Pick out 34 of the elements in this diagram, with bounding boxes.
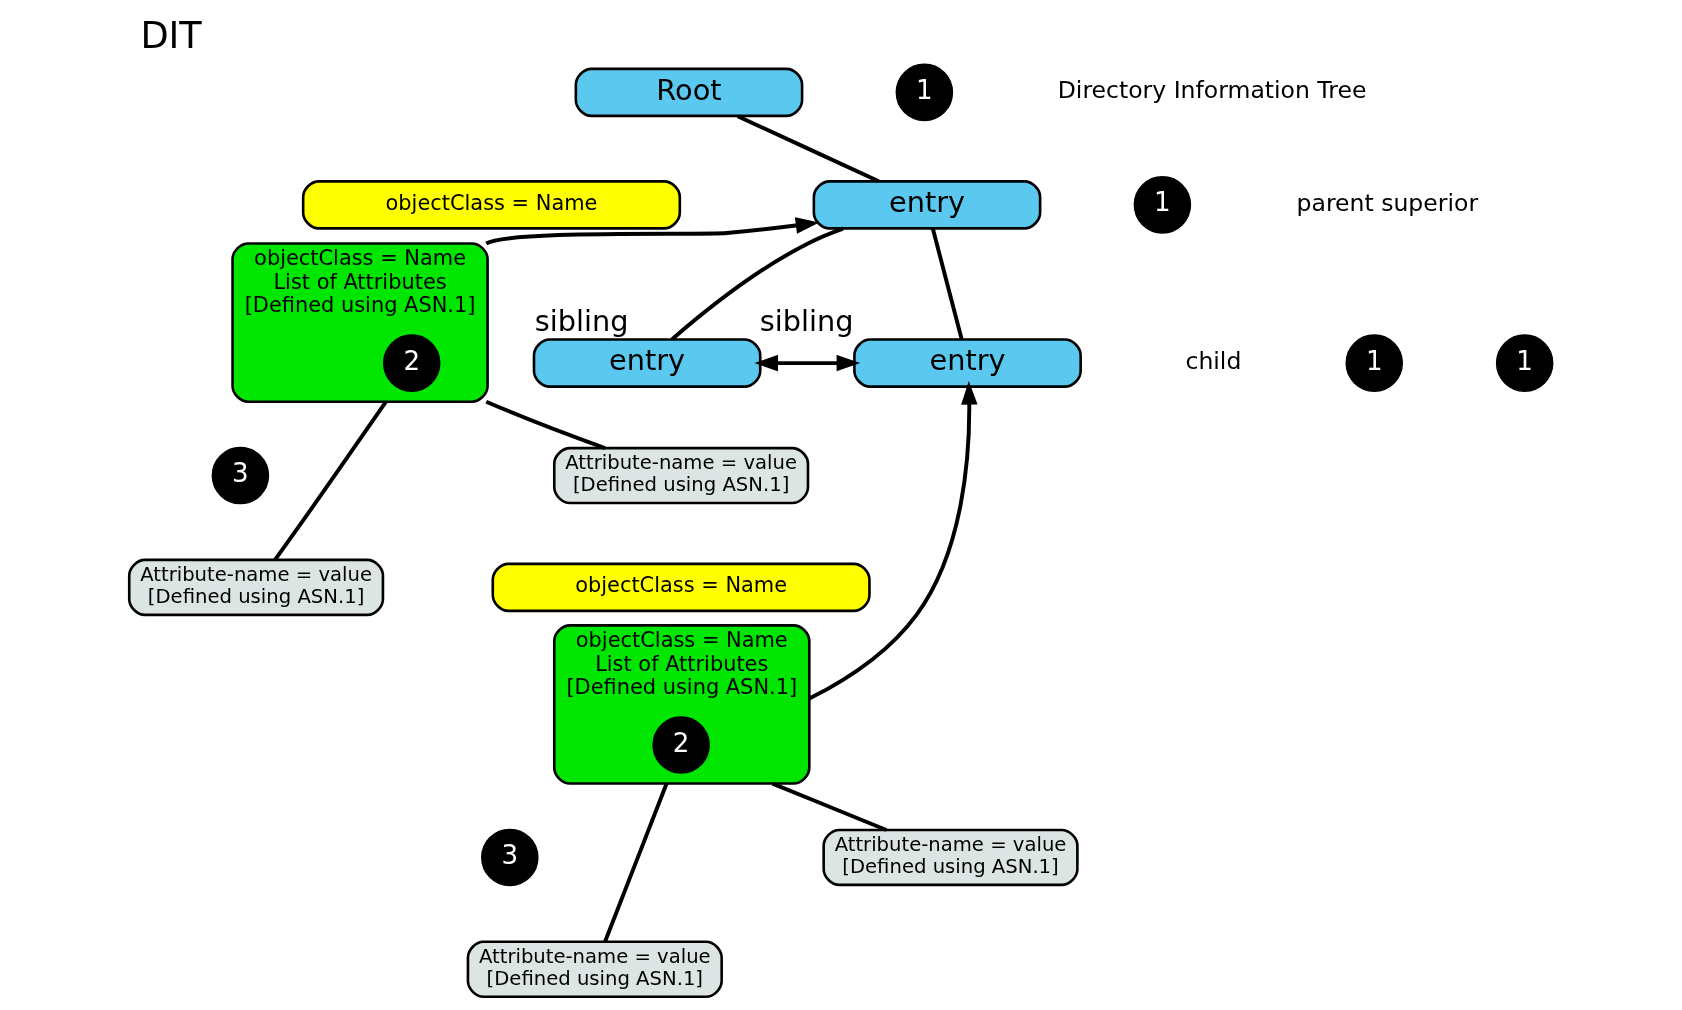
arrow xyxy=(808,381,978,701)
node-label: sibling xyxy=(534,304,629,339)
node-circle: 1 xyxy=(1345,334,1404,392)
node-label: sibling xyxy=(759,304,854,339)
node-box: Attribute-name = value [Defined using ASN.1] xyxy=(127,558,385,617)
node-box: entry xyxy=(853,338,1082,388)
node-box: Attribute-name = value [Defined using ASN.1] xyxy=(466,940,723,999)
node-box: entry xyxy=(532,338,762,388)
node-box: Root xyxy=(574,67,804,118)
diagram-title: DIT xyxy=(140,13,202,57)
connector xyxy=(670,226,844,341)
connector xyxy=(771,781,888,832)
connector xyxy=(485,399,606,450)
node-circle: 3 xyxy=(481,828,539,887)
label: parent superior xyxy=(1296,188,1479,217)
node-circle: 3 xyxy=(211,446,270,505)
label: child xyxy=(1185,346,1242,375)
node-circle: 2 xyxy=(382,334,441,392)
arrow xyxy=(485,217,820,246)
arrow xyxy=(754,354,861,372)
node-box: Attribute-name = value [Defined using ASN.1] xyxy=(822,828,1079,887)
node-circle: 1 xyxy=(1495,334,1554,392)
node-box: objectClass = Name xyxy=(491,562,871,613)
node-circle: 1 xyxy=(895,63,954,122)
connector xyxy=(930,227,964,341)
connector xyxy=(273,400,388,561)
connector xyxy=(603,782,669,943)
node-box: Attribute-name = value [Defined using ASN.1] xyxy=(552,446,810,505)
node-circle: 2 xyxy=(652,716,710,774)
label: Directory Information Tree xyxy=(1057,76,1367,105)
connector xyxy=(736,114,880,184)
node-box: entry xyxy=(812,180,1042,230)
node-circle: 1 xyxy=(1133,176,1192,234)
node-box: objectClass = Name xyxy=(301,180,682,230)
